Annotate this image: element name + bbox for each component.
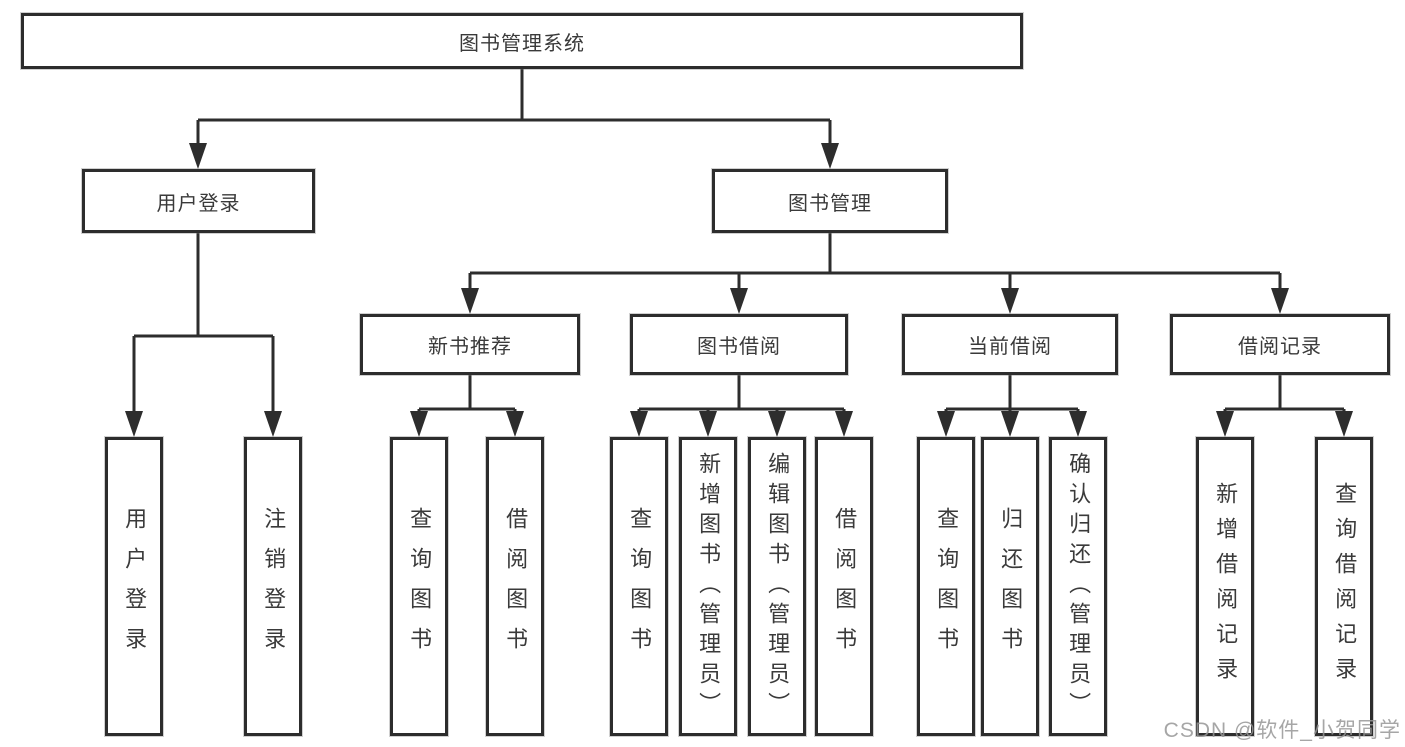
leaf-query-borrow-record-label: 查询借阅记录 <box>1332 481 1358 692</box>
leaf-query-books-2: 查询图书 <box>610 437 668 736</box>
leaf-query-books-1-label: 查询图书 <box>407 506 433 667</box>
node-user-login-branch: 用户登录 <box>82 169 315 233</box>
arrow-down-icon <box>1216 411 1234 437</box>
leaf-query-books-1: 查询图书 <box>390 437 448 736</box>
leaf-query-books-2-label: 查询图书 <box>627 506 653 667</box>
leaf-query-books-3: 查询图书 <box>917 437 975 736</box>
leaf-borrow-books-1-label: 借阅图书 <box>503 506 529 667</box>
leaf-user-login: 用户登录 <box>105 437 163 736</box>
node-book-management: 图书管理 <box>712 169 948 233</box>
node-book-borrow: 图书借阅 <box>630 314 848 375</box>
leaf-return-book: 归还图书 <box>981 437 1039 736</box>
leaf-add-book-admin-label: 新增图书（管理员） <box>696 451 722 722</box>
leaf-user-login-label: 用户登录 <box>122 506 148 667</box>
arrow-down-icon <box>937 411 955 437</box>
node-current-borrow: 当前借阅 <box>902 314 1118 375</box>
arrow-down-icon <box>699 411 717 437</box>
leaf-logout-label: 注销登录 <box>261 506 287 667</box>
leaf-logout: 注销登录 <box>244 437 302 736</box>
leaf-query-books-3-label: 查询图书 <box>934 506 960 667</box>
arrow-down-icon <box>1001 411 1019 437</box>
arrow-down-icon <box>630 411 648 437</box>
watermark: CSDN @软件_小贺同学 <box>1163 719 1401 742</box>
arrow-down-icon <box>1069 411 1087 437</box>
arrow-down-icon <box>1001 288 1019 314</box>
arrow-down-icon <box>410 411 428 437</box>
leaf-add-borrow-record: 新增借阅记录 <box>1196 437 1254 736</box>
arrow-down-icon <box>189 143 207 169</box>
leaf-add-borrow-record-label: 新增借阅记录 <box>1213 481 1239 692</box>
arrow-down-icon <box>1271 288 1289 314</box>
leaf-edit-book-admin: 编辑图书（管理员） <box>748 437 806 736</box>
arrow-down-icon <box>821 143 839 169</box>
leaf-confirm-return-admin-label: 确认归还（管理员） <box>1066 451 1092 722</box>
leaf-borrow-books-2-label: 借阅图书 <box>832 506 858 667</box>
node-new-book-recommend: 新书推荐 <box>360 314 580 375</box>
leaf-query-borrow-record: 查询借阅记录 <box>1315 437 1373 736</box>
leaf-return-book-label: 归还图书 <box>998 506 1024 667</box>
arrow-down-icon <box>1335 411 1353 437</box>
arrow-down-icon <box>125 411 143 437</box>
leaf-add-book-admin: 新增图书（管理员） <box>679 437 737 736</box>
leaf-borrow-books-2: 借阅图书 <box>815 437 873 736</box>
arrow-down-icon <box>835 411 853 437</box>
arrow-down-icon <box>264 411 282 437</box>
arrow-down-icon <box>768 411 786 437</box>
arrow-down-icon <box>461 288 479 314</box>
arrowheads <box>125 143 1353 437</box>
arrow-down-icon <box>730 288 748 314</box>
leaf-confirm-return-admin: 确认归还（管理员） <box>1049 437 1107 736</box>
arrow-down-icon <box>506 411 524 437</box>
node-borrow-records: 借阅记录 <box>1170 314 1390 375</box>
leaf-borrow-books-1: 借阅图书 <box>486 437 544 736</box>
leaf-edit-book-admin-label: 编辑图书（管理员） <box>765 451 791 722</box>
node-root: 图书管理系统 <box>21 13 1023 69</box>
